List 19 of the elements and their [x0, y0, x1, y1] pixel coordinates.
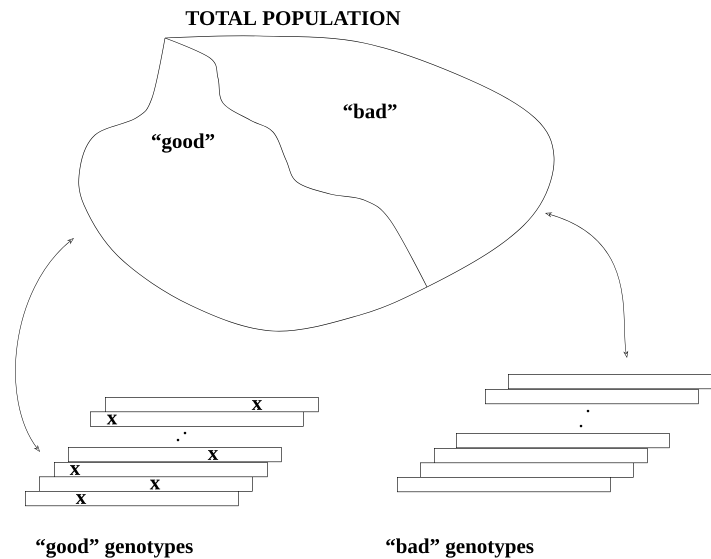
genotype-strip: [397, 477, 611, 492]
genotype-strip: [485, 389, 699, 404]
caption: “good” genotypes: [36, 538, 193, 558]
caption: “bad” genotypes: [386, 538, 534, 558]
genotype-strip: [456, 433, 670, 448]
genotype-strip: x: [25, 491, 239, 506]
genotype-strip: x: [90, 412, 304, 427]
genotype-strip: [508, 374, 711, 390]
curved-arrow: [15, 238, 74, 452]
region-label: “good”: [152, 133, 214, 153]
region-label: “bad”: [344, 104, 396, 118]
genotype-strip: x: [39, 476, 253, 492]
curved-arrow: [545, 212, 628, 358]
genotype-strip: x: [54, 462, 268, 478]
genotype-strip: [434, 448, 648, 464]
node-label: TOTAL POPULATION: [186, 11, 400, 26]
genotype-strip: x: [68, 447, 282, 462]
genotype-strip: [420, 462, 634, 478]
genotype-strip: x: [105, 397, 319, 412]
